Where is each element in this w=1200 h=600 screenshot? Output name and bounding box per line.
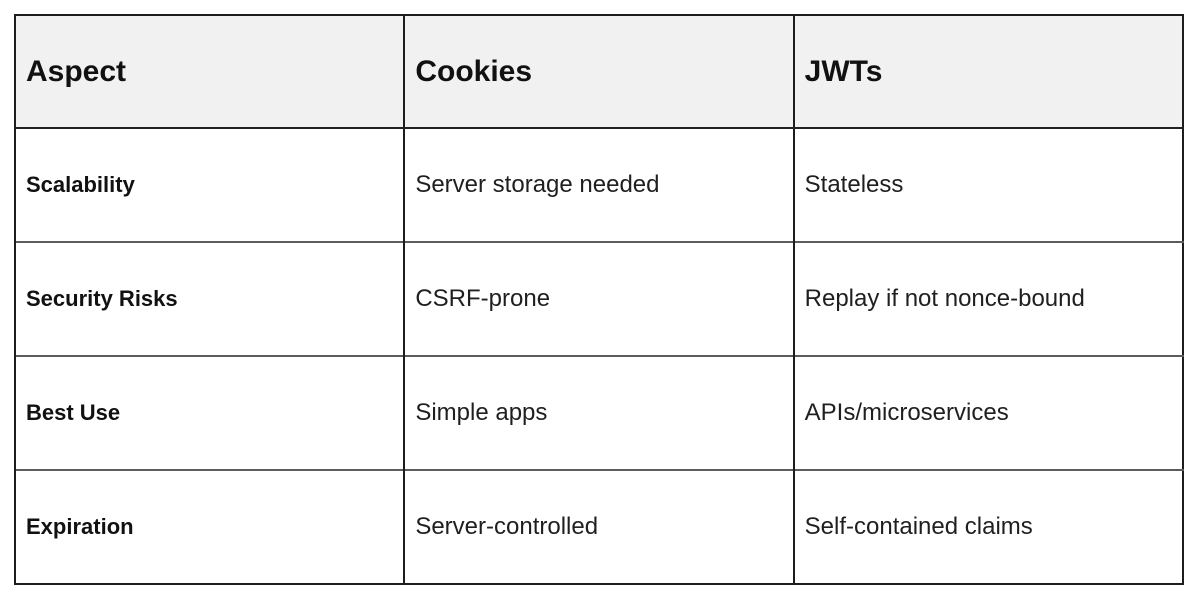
cell-expiration-cookies: Server-controlled <box>403 469 794 584</box>
table-row: Best Use Simple apps APIs/microservices <box>13 355 1183 470</box>
header-cell-cookies: Cookies <box>403 15 794 129</box>
row-label-security-risks: Security Risks <box>13 241 405 356</box>
row-label-scalability: Scalability <box>13 127 405 242</box>
table-row: Scalability Server storage needed Statel… <box>13 127 1183 242</box>
header-cell-aspect: Aspect <box>13 15 405 129</box>
row-label-expiration: Expiration <box>13 469 405 584</box>
cell-security-risks-cookies: CSRF-prone <box>403 241 794 356</box>
cell-security-risks-jwts: Replay if not nonce-bound <box>792 241 1183 356</box>
cell-scalability-jwts: Stateless <box>792 127 1183 242</box>
table-row: Security Risks CSRF-prone Replay if not … <box>13 241 1183 356</box>
table-row: Expiration Server-controlled Self-contai… <box>13 469 1183 584</box>
cell-expiration-jwts: Self-contained claims <box>792 469 1183 584</box>
cell-best-use-cookies: Simple apps <box>403 355 794 470</box>
table-body: Scalability Server storage needed Statel… <box>13 127 1183 584</box>
cell-best-use-jwts: APIs/microservices <box>792 355 1183 470</box>
header-row: Aspect Cookies JWTs <box>13 15 1183 129</box>
table-header: Aspect Cookies JWTs <box>13 15 1183 129</box>
cell-scalability-cookies: Server storage needed <box>403 127 794 242</box>
cookies-vs-jwts-table: Aspect Cookies JWTs Scalability Server s… <box>13 14 1184 585</box>
row-label-best-use: Best Use <box>13 355 405 470</box>
header-cell-jwts: JWTs <box>792 15 1183 129</box>
